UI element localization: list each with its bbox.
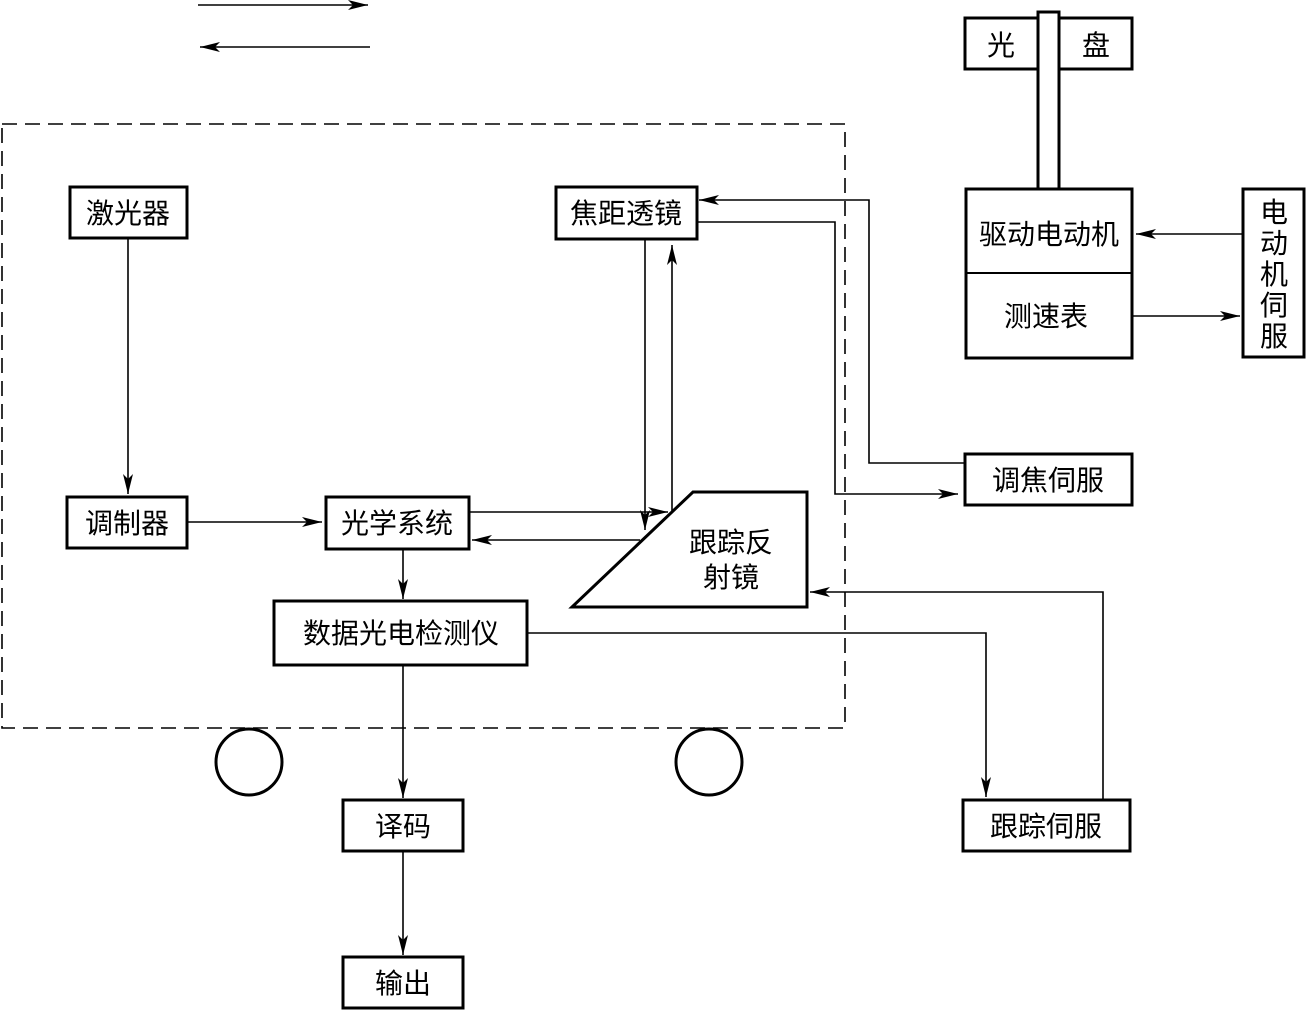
modulator-label: 调制器 <box>85 507 169 540</box>
focus-servo-to-lens-arrow <box>699 195 965 464</box>
tachometer-label: 测速表 <box>1004 300 1088 333</box>
photodetector-block <box>272 599 529 667</box>
drive-motor-label: 驱动电动机 <box>979 218 1119 251</box>
tracking-servo-label: 跟踪伺服 <box>990 810 1102 843</box>
detector-to-tracking-servo-arrow <box>527 632 991 797</box>
laser-label: 激光器 <box>86 197 170 230</box>
optical-head-enclosure <box>1 123 846 729</box>
right-wheel <box>674 727 744 797</box>
photodetector-label: 数据光电检测仪 <box>303 617 499 650</box>
spindle-shaft <box>1036 10 1061 192</box>
lens-to-focus-servo-arrow <box>697 221 958 499</box>
focus-servo-block <box>963 452 1134 507</box>
motor-servo-char-5: 服 <box>1260 320 1288 353</box>
motor-servo-char-1: 电 <box>1260 196 1288 229</box>
decoder-block <box>341 798 465 853</box>
optical-system-label: 光学系统 <box>341 507 453 540</box>
decoder-label: 译码 <box>375 810 431 843</box>
focus-lens-block <box>554 185 699 241</box>
output-block <box>341 955 465 1010</box>
modulator-block <box>65 495 189 550</box>
tracking-mirror-label-line1: 跟踪反 <box>689 526 773 559</box>
tracking-servo-block <box>961 798 1132 853</box>
motor-servo-block <box>1241 187 1306 359</box>
left-wheel <box>214 727 284 797</box>
motor-servo-char-2: 动 <box>1260 227 1288 260</box>
focus-lens-label: 焦距透镜 <box>570 197 682 230</box>
motor-servo-char-3: 机 <box>1260 258 1288 291</box>
focus-servo-label: 调焦伺服 <box>992 464 1104 497</box>
output-label: 输出 <box>375 967 431 1000</box>
laser-block <box>68 185 189 240</box>
tracking-mirror-block <box>568 490 809 609</box>
tracking-mirror-label-line2: 射镜 <box>703 561 759 594</box>
disc-label-right: 盘 <box>1082 29 1110 62</box>
disc-label-left: 光 <box>987 29 1015 62</box>
motor-servo-char-4: 伺 <box>1260 289 1288 322</box>
tracking-servo-to-mirror-arrow <box>810 587 1104 800</box>
optical-system-block <box>324 495 471 551</box>
